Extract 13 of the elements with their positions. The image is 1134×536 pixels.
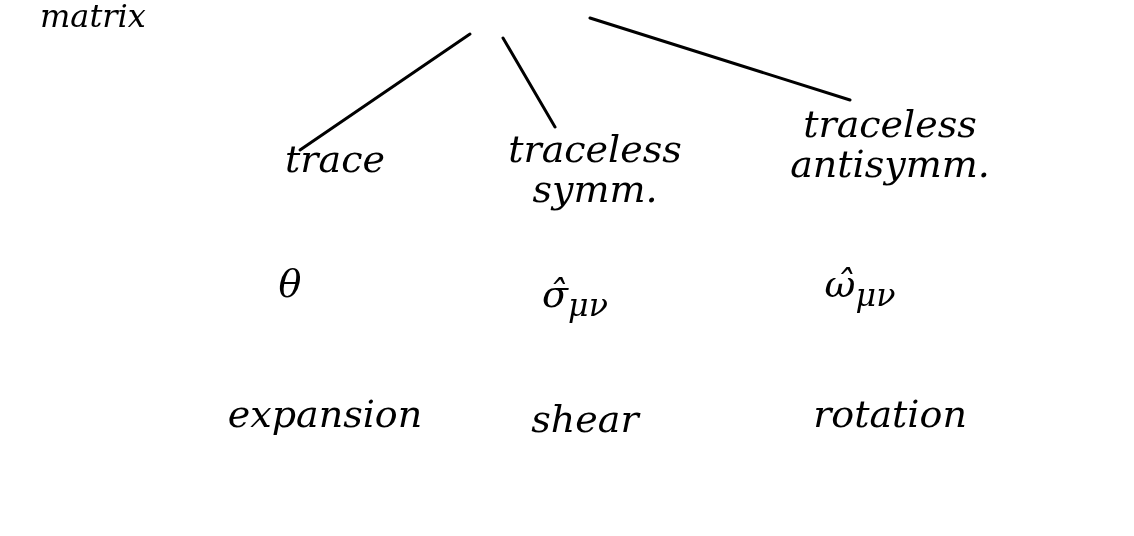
node-label: traceless antisymm. — [789, 105, 991, 185]
heading-text: matrix — [40, 0, 146, 34]
math-symbol: θ — [277, 265, 303, 305]
math-symbol: ω̂$_{μν}$ — [823, 265, 897, 312]
connector-line — [501, 36, 557, 129]
node-label: trace — [284, 140, 386, 180]
math-symbol: σ̂$_{μν}$ — [541, 275, 609, 322]
meaning-label: rotation — [812, 395, 968, 435]
connector-line — [298, 32, 472, 152]
connector-line — [588, 16, 852, 102]
meaning-label: shear — [530, 400, 642, 440]
meaning-label: expansion — [226, 395, 424, 435]
node-label: traceless symm. — [507, 130, 683, 210]
